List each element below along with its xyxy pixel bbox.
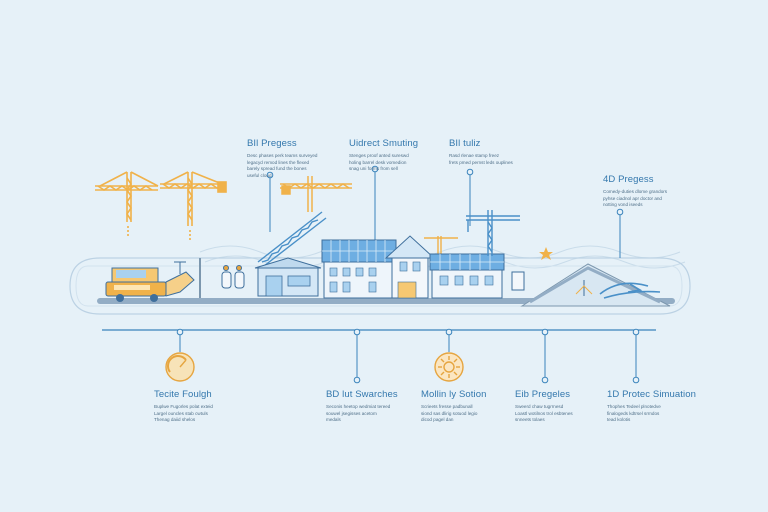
top-label-desc: Comedy-duties dlome grandors pyhse ciadn… [603,189,668,208]
crawler-crane-icon [257,211,327,267]
bottom-label-title: Mollin ly Sotion [421,389,487,400]
bottom-label-desc: Sweerd chaw tugrrnesd Loastl wotilnos tr… [515,404,573,423]
control-panel-icon [511,271,525,291]
bottom-label-2: BD lut Swarches Seconis heetop wedmiat t… [326,389,398,424]
bottom-label-4: Eib Pregeles Sweerd chaw tugrrnesd Loast… [515,389,573,424]
house-icon [384,235,436,299]
bottom-label-1: Tecite Foulgh Buplwe Fugorles polat exte… [154,389,213,424]
bottom-label-5: 1D Protec Simuation Thophes Tedeel plnot… [607,389,696,424]
truck-icon [105,261,195,302]
top-label-desc: Desc phases perk teams surveyed legacyd … [247,153,318,178]
bottom-label-desc: Scrieets fresse padbunall siond sas dlir… [421,404,478,423]
bridge-icon [520,263,671,307]
solar-building-icon [321,239,397,299]
bottom-label-title: Eib Pregeles [515,389,571,400]
top-label-2: Uidrect Smuting Stenges proof anted sure… [349,138,418,173]
top-label-title: 4D Pregess [603,174,654,185]
tower-crane-icon [280,176,352,212]
swoosh-icon [599,282,661,299]
gear-icon [434,352,464,382]
bottom-connectors [176,328,640,384]
bottom-label-title: BD lut Swarches [326,389,398,400]
top-label-4: 4D Pregess Comedy-duties dlome grandors … [603,174,667,209]
gauge-icon [165,352,195,382]
tower-crane-icon [466,210,520,256]
bottom-label-3: Mollin ly Sotion Scrieets fresse padbuna… [421,389,487,424]
top-label-title: BIl tuliz [449,138,481,149]
tower-crane-icon [95,171,159,236]
bottom-label-desc: Thophes Tedeel plnotedve finalogeds kdtr… [607,404,661,423]
top-connectors [266,165,624,258]
bottom-label-desc: Seconis heetop wedmiat tereed souwel jse… [326,404,391,423]
top-label-desc: Stenges proof anted sureswd holing barre… [349,153,409,172]
tower-crane-icon [160,171,227,240]
bottom-label-desc: Buplwe Fugorles polat exteid Largel ounc… [154,404,213,423]
top-label-3: BIl tuliz Rasd rlenae stamp freez frets … [449,138,513,166]
top-label-1: BIl Pregess Desc phases perk teams surve… [247,138,317,179]
bottom-label-title: 1D Protec Simuation [607,389,697,400]
solar-panel-icon [429,253,505,299]
top-label-desc: Rasd rlenae stamp freez frets pmed perns… [449,153,513,165]
top-label-title: Uidrect Smuting [349,138,419,149]
top-label-title: BIl Pregess [247,138,297,149]
bottom-label-title: Tecite Foulgh [154,389,212,400]
worker-icons [221,265,245,289]
star-icon [539,247,553,260]
building-icon [254,257,322,297]
